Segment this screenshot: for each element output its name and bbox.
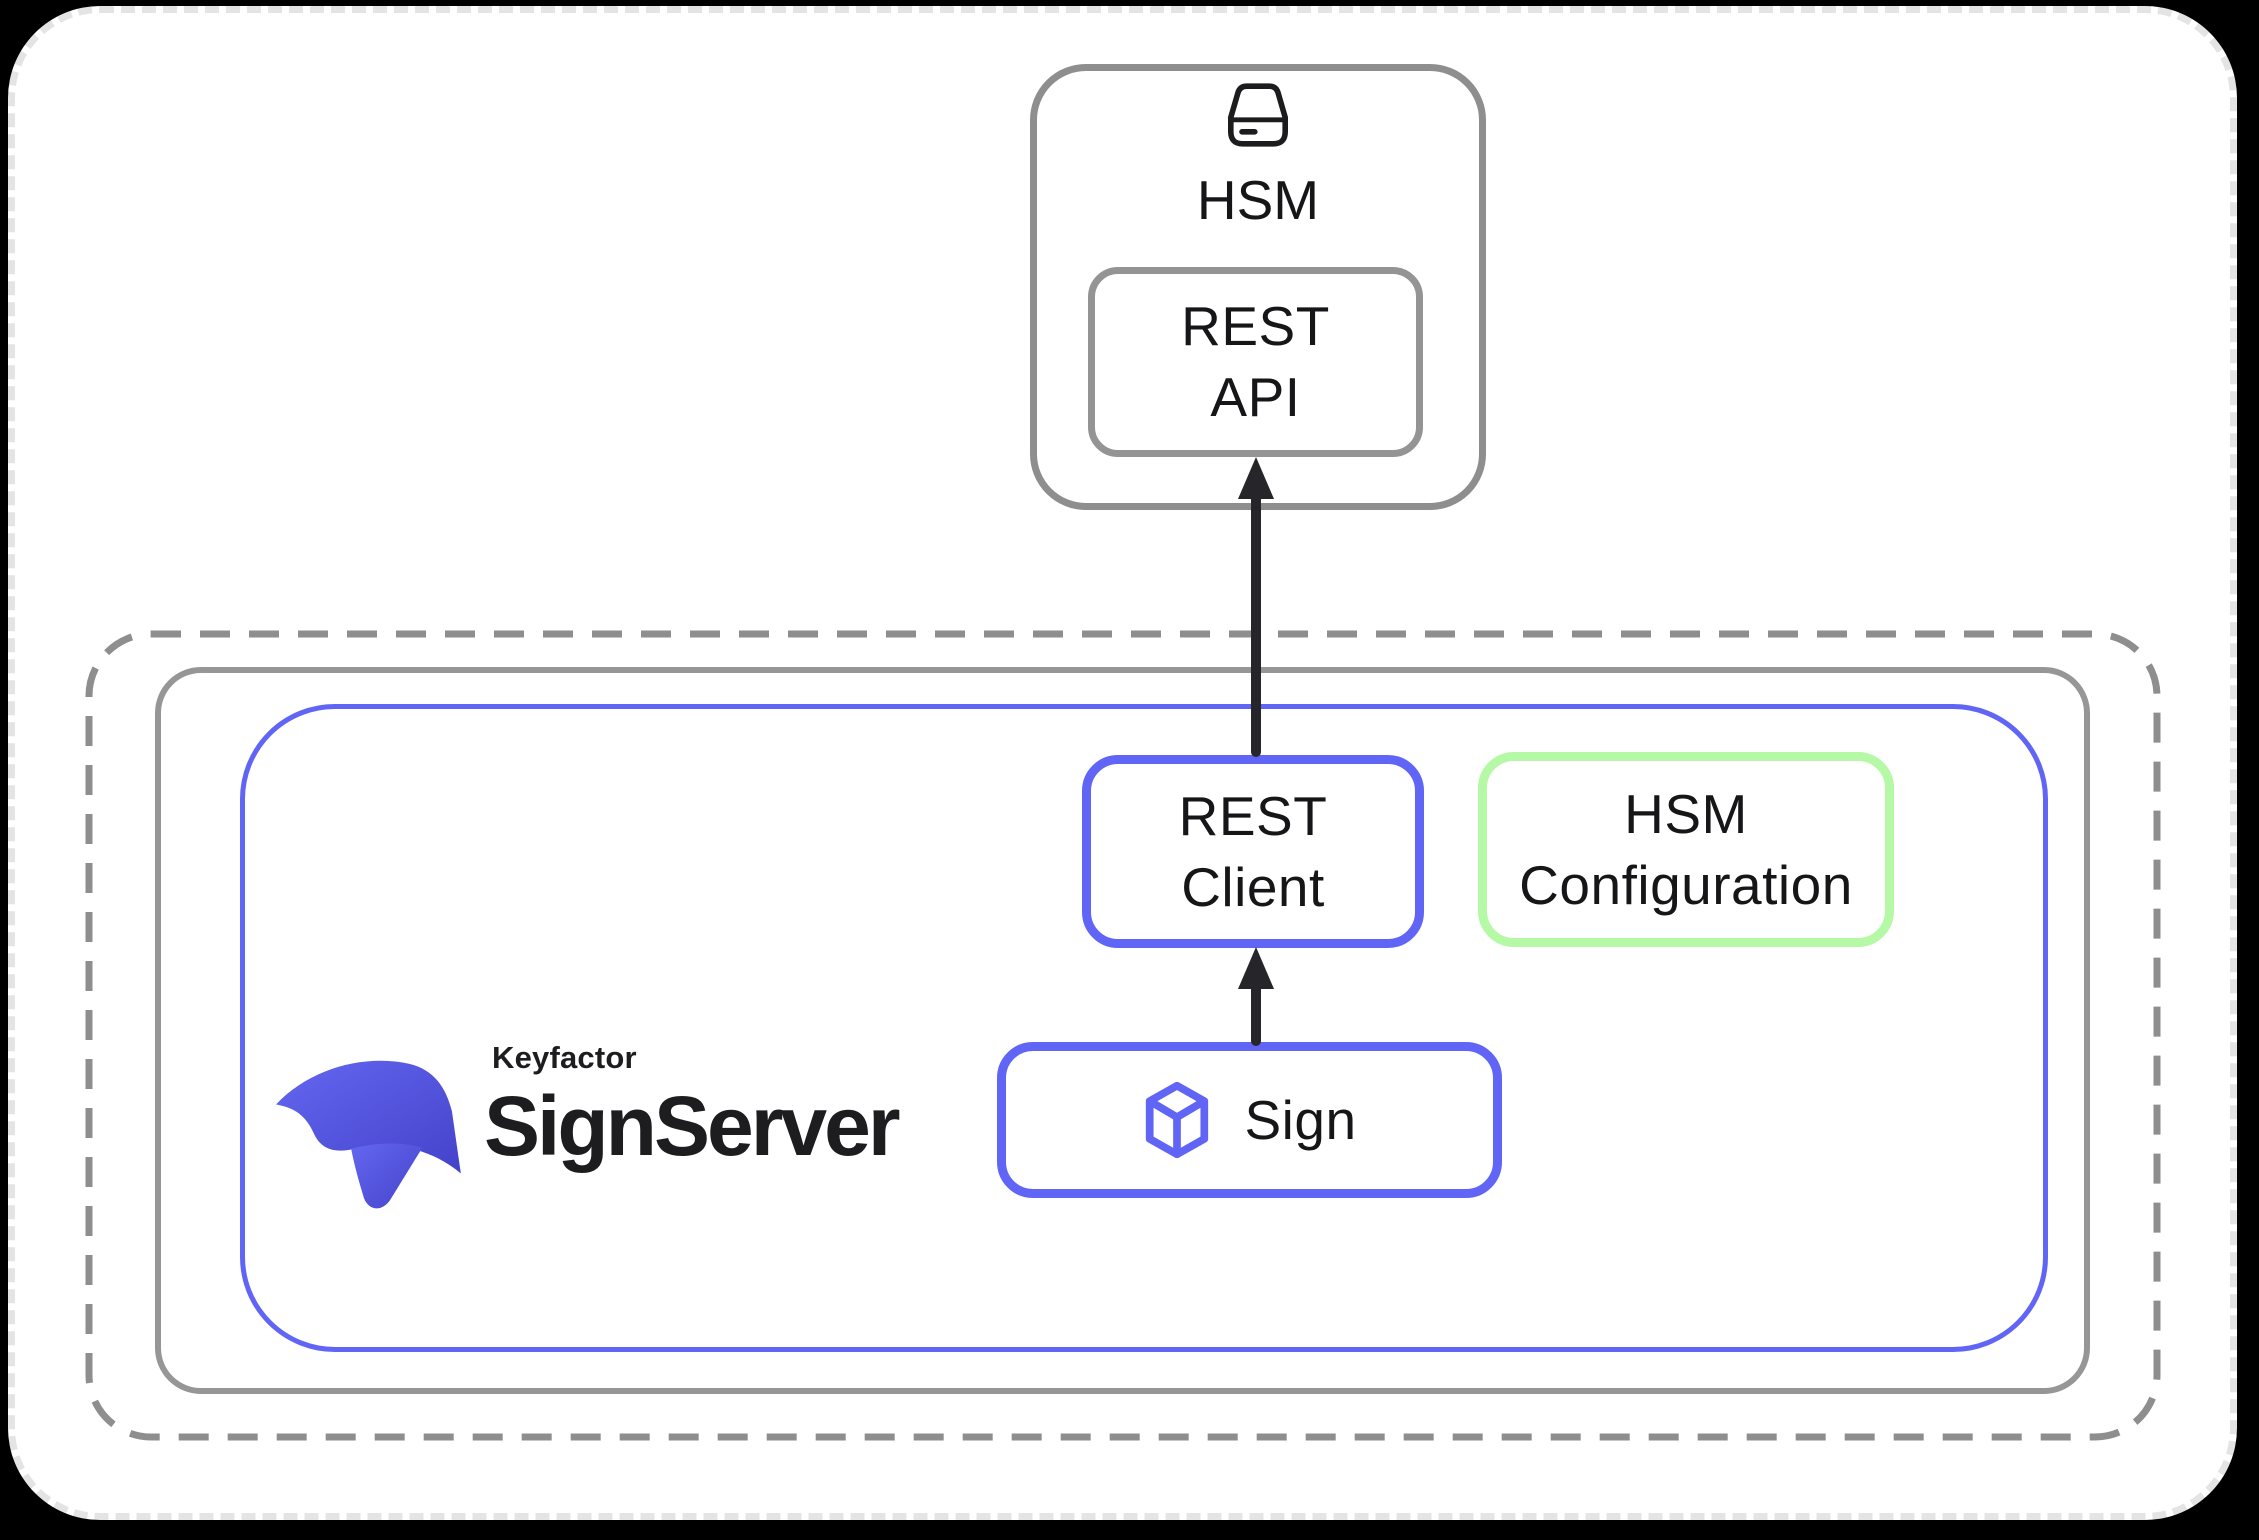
rest-client-label-line2: Client — [1181, 855, 1325, 918]
sign-worker-label: Sign — [1244, 1089, 1357, 1151]
hsm-box-title: HSM — [1196, 169, 1320, 231]
rest-client-label-line1: REST — [1178, 784, 1328, 847]
rest-api-label-line2: API — [1210, 366, 1301, 428]
arrow-shaft — [1251, 982, 1261, 1046]
logo-product-text: SignServer — [484, 1079, 901, 1173]
rest-api-label-line1: REST — [1181, 295, 1330, 357]
arrow-head — [1238, 947, 1274, 989]
cube-icon — [1146, 1081, 1209, 1159]
host-gray-boundary — [155, 667, 2090, 1394]
sign-worker-box: Sign — [997, 1042, 1502, 1198]
deployment-dashed-boundary — [85, 630, 2161, 1441]
hard-drive-icon — [1228, 83, 1288, 147]
logo-brand-text: Keyfactor — [492, 1040, 637, 1075]
rest-client-box: REST Client — [1082, 755, 1424, 948]
hsm-configuration-label-line2: Configuration — [1519, 853, 1853, 916]
arrow-head — [1238, 457, 1274, 499]
keyfactor-logo-icon — [276, 1060, 461, 1209]
rest-api-box: REST API — [1088, 267, 1423, 457]
hsm-configuration-box: HSM Configuration — [1478, 752, 1894, 947]
hsm-configuration-label-line1: HSM — [1624, 782, 1748, 845]
signserver-blue-boundary — [240, 704, 2048, 1352]
arrow-shaft — [1251, 492, 1261, 757]
